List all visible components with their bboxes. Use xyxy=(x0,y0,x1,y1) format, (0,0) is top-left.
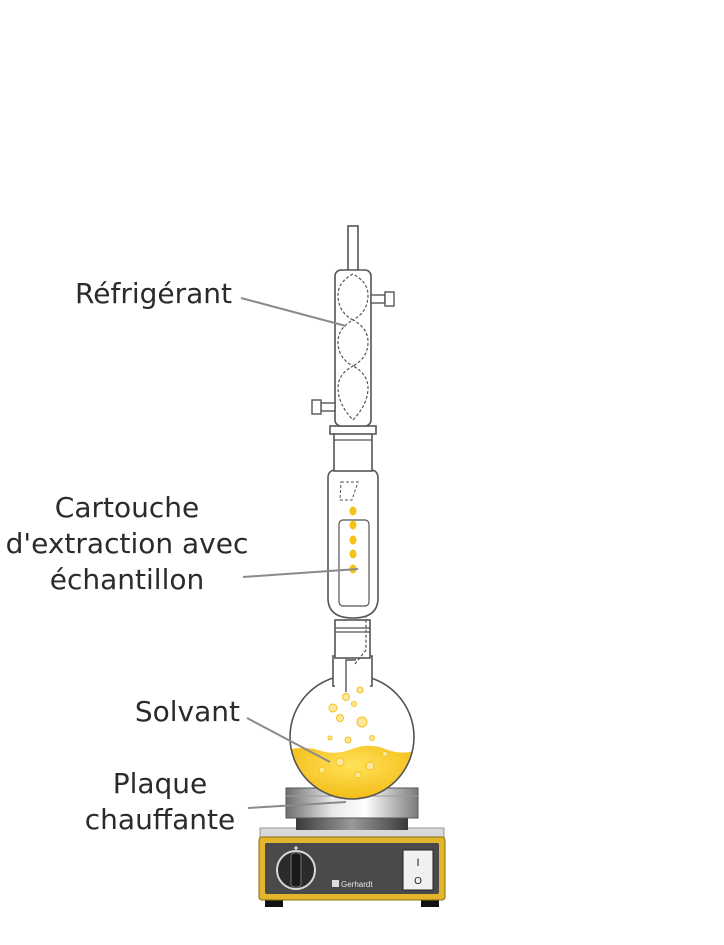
leader-hotplate xyxy=(247,801,347,809)
condenser-top-tube xyxy=(347,225,359,273)
switch-on-mark: I xyxy=(416,857,419,869)
condenser xyxy=(311,225,395,427)
condenser-bulbs xyxy=(337,273,369,421)
label-solvent: Solvant xyxy=(134,695,240,728)
knob-grip xyxy=(290,852,302,888)
upper-joint xyxy=(333,432,373,472)
brand-logo-icon xyxy=(332,880,339,887)
switch-off-mark: O xyxy=(414,876,422,887)
label-hotplate-line2: chauffante xyxy=(84,803,236,836)
solvent-bubbles xyxy=(318,686,388,779)
siphon-tube xyxy=(345,659,356,692)
label-hotplate: Plaque chauffante xyxy=(70,766,250,838)
leader-lines xyxy=(240,297,359,809)
condenser-jacket xyxy=(334,269,372,427)
hotplate: Gerhardt I O xyxy=(258,827,446,907)
power-switch xyxy=(402,849,434,891)
knob-marker xyxy=(294,846,298,850)
flask-neck xyxy=(332,655,373,687)
brand-label: Gerhardt xyxy=(341,880,373,889)
extraction-chamber xyxy=(327,469,379,619)
water-outlet xyxy=(370,294,386,304)
hotplate-foot-left xyxy=(265,899,283,907)
extraction-thimble xyxy=(338,519,370,607)
label-thimble-line1: Cartouche xyxy=(54,491,200,524)
label-condenser: Réfrigérant xyxy=(75,277,232,310)
round-bottom-flask xyxy=(289,655,415,800)
heating-plate-base xyxy=(296,816,408,830)
hotplate-foot-right xyxy=(421,899,439,907)
water-inlet xyxy=(320,402,336,412)
leader-condenser xyxy=(240,297,347,327)
label-thimble-line3: échantillon xyxy=(49,563,205,596)
label-thimble-line2: d'extraction avec xyxy=(5,527,249,560)
label-hotplate-line1: Plaque xyxy=(112,767,208,800)
label-thimble: Cartouche d'extraction avec échantillon xyxy=(0,490,254,598)
leader-thimble xyxy=(242,568,359,578)
leader-solvent xyxy=(246,717,331,763)
